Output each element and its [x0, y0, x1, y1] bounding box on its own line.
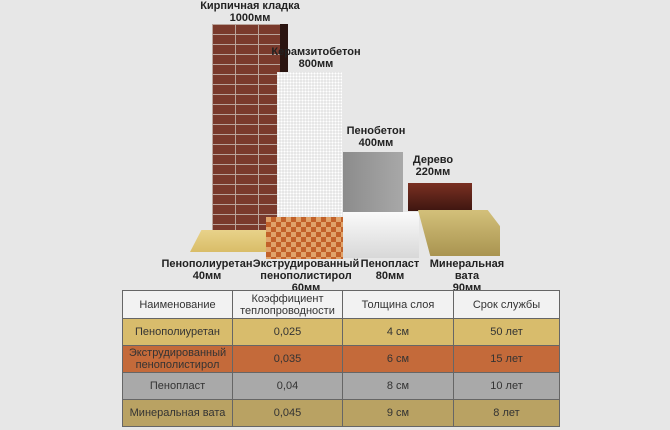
- header-name: Наименование: [122, 290, 233, 319]
- cell-name: Пенополиуретан: [122, 318, 233, 346]
- cell-life: 10 лет: [453, 372, 560, 400]
- bar-derevo: [408, 183, 472, 211]
- cell-thickness: 8 см: [342, 372, 454, 400]
- cell-name: Экструдированный пенополистирол: [122, 345, 233, 373]
- cell-coef: 0,025: [232, 318, 343, 346]
- header-life: Срок службы: [453, 290, 560, 319]
- cell-thickness: 4 см: [342, 318, 454, 346]
- cell-coef: 0,045: [232, 399, 343, 427]
- cell-coef: 0,04: [232, 372, 343, 400]
- layer-extruded: [266, 217, 343, 259]
- cell-name: Минеральная вата: [122, 399, 233, 427]
- cell-thickness: 6 см: [342, 345, 454, 373]
- bar-brick: [212, 24, 280, 232]
- cell-life: 15 лет: [453, 345, 560, 373]
- cell-life: 8 лет: [453, 399, 560, 427]
- layer-penopoliuretan: [190, 230, 266, 252]
- cell-thickness: 9 см: [342, 399, 454, 427]
- brick-side: [280, 24, 288, 74]
- table-header: Наименование Коэффициент теплопроводност…: [122, 290, 560, 319]
- cell-coef: 0,035: [232, 345, 343, 373]
- cell-name: Пенопласт: [122, 372, 233, 400]
- layer-mineral-wool: [418, 210, 500, 256]
- layer-penoplast: [343, 212, 419, 258]
- header-thickness: Толщина слоя: [342, 290, 454, 319]
- header-coef: Коэффициент теплопроводности: [232, 290, 343, 319]
- comparison-table: Наименование Коэффициент теплопроводност…: [122, 290, 560, 427]
- bar-penobeton: [343, 152, 403, 214]
- cell-life: 50 лет: [453, 318, 560, 346]
